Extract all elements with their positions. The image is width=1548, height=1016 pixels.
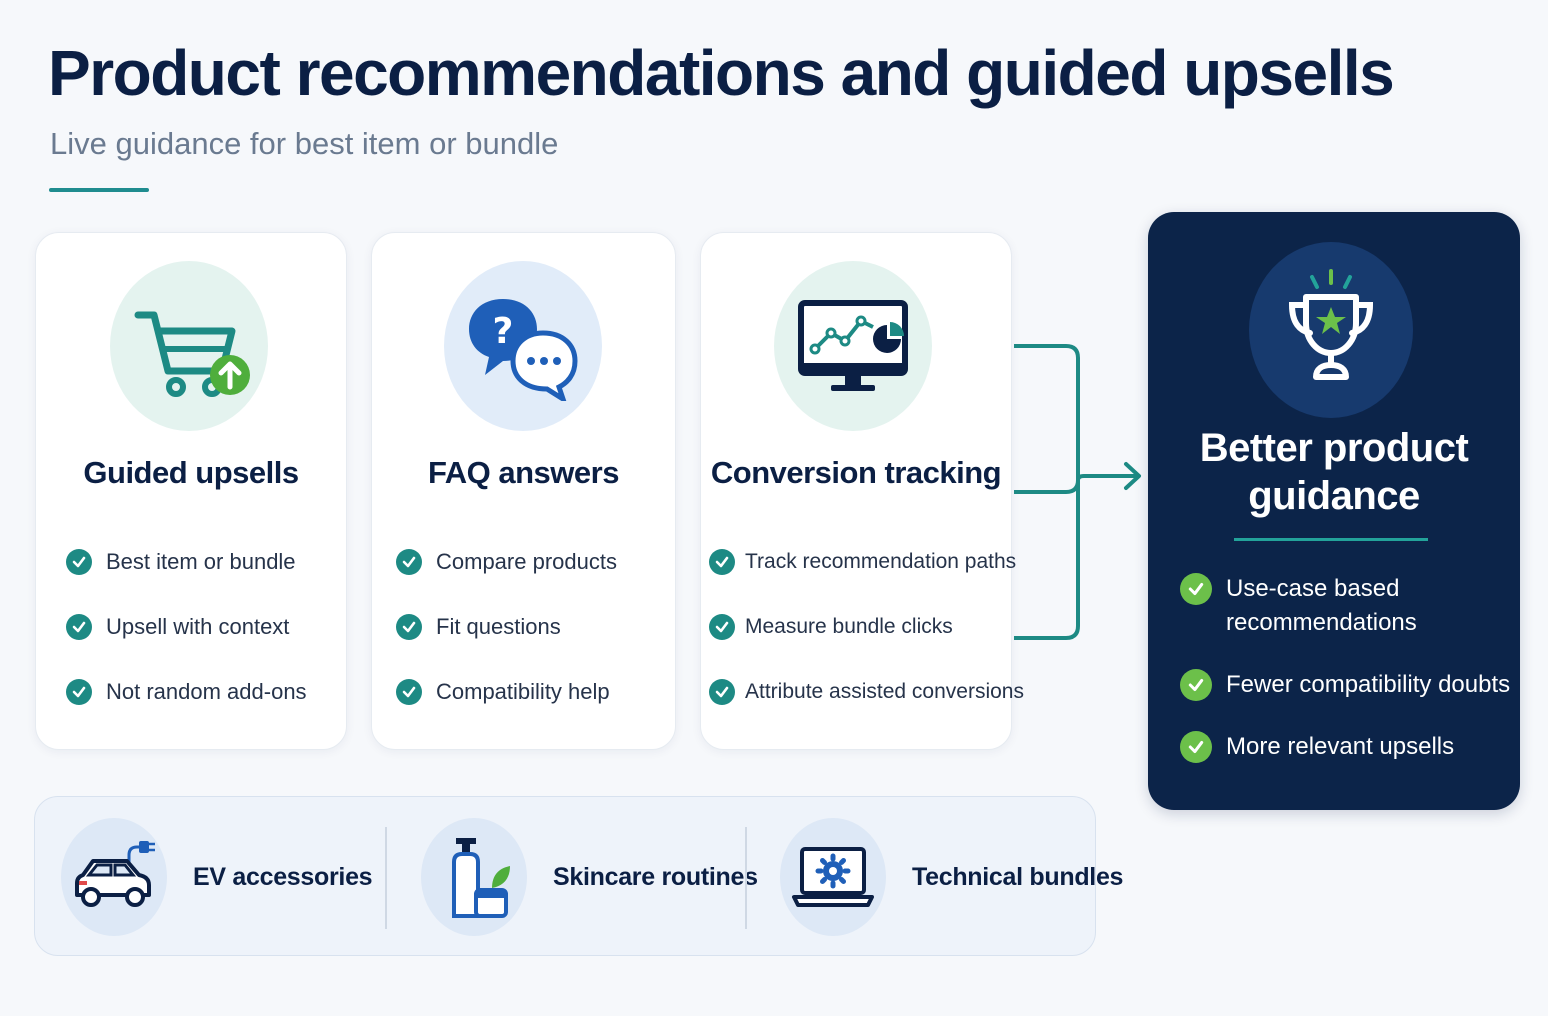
trophy-icon bbox=[1249, 242, 1413, 418]
list-item: Attribute assisted conversions bbox=[709, 659, 1024, 724]
check-icon bbox=[709, 548, 735, 575]
page-subtitle: Live guidance for best item or bundle bbox=[50, 126, 559, 161]
title-accent-rule bbox=[49, 188, 149, 192]
card-title: Guided upsells bbox=[83, 455, 299, 490]
example-technical-bundles: Technical bundles bbox=[780, 817, 1123, 937]
page-title: Product recommendations and guided upsel… bbox=[48, 37, 1395, 109]
list-item: More relevant upsells bbox=[1180, 730, 1516, 764]
check-icon bbox=[396, 548, 422, 575]
card-title: FAQ answers bbox=[428, 455, 619, 490]
check-icon bbox=[66, 613, 92, 640]
list-item: Fewer compatibility doubts bbox=[1180, 668, 1516, 702]
list-item: Use-case based recommendations bbox=[1180, 572, 1516, 640]
example-label: Technical bundles bbox=[912, 862, 1124, 891]
laptop-gear-icon bbox=[780, 818, 886, 936]
list-item: Not random add-ons bbox=[66, 659, 307, 724]
card-conversion-tracking: Conversion tracking Track recommendation… bbox=[700, 232, 1024, 750]
result-panel: Better product guidance Use-case based r… bbox=[1148, 212, 1520, 810]
example-label: EV accessories bbox=[193, 862, 373, 891]
check-icon bbox=[1180, 731, 1212, 763]
list-item: Compare products bbox=[396, 529, 617, 594]
monitor-analytics-icon bbox=[774, 261, 932, 431]
electric-car-icon bbox=[61, 818, 167, 936]
svg-text:?: ? bbox=[493, 311, 514, 352]
check-icon bbox=[66, 678, 92, 705]
card-guided-upsells: Guided upsells Best item or bundle Upsel… bbox=[35, 232, 347, 750]
card-title: Conversion tracking bbox=[710, 455, 1002, 490]
divider bbox=[745, 827, 747, 929]
connector-arrow bbox=[1014, 344, 1141, 640]
example-label: Skincare routines bbox=[553, 862, 758, 891]
shopping-cart-upsell-icon bbox=[110, 261, 268, 431]
chat-question-icon: ? bbox=[444, 261, 602, 431]
result-title: Better product guidance bbox=[1199, 426, 1469, 518]
list-item: Best item or bundle bbox=[66, 529, 307, 594]
list-item: Compatibility help bbox=[396, 659, 617, 724]
examples-panel: EV accessories Skincare routines bbox=[34, 796, 1123, 956]
list-item: Track recommendation paths bbox=[709, 529, 1024, 594]
check-icon bbox=[1180, 669, 1212, 701]
example-skincare-routines: Skincare routines bbox=[421, 817, 758, 937]
list-item: Fit questions bbox=[396, 594, 617, 659]
card-faq-answers: ? FAQ answers Compare products Fit quest… bbox=[371, 232, 676, 750]
check-icon bbox=[709, 613, 735, 640]
check-icon bbox=[1180, 573, 1212, 605]
check-icon bbox=[709, 678, 735, 705]
result-rule bbox=[1234, 538, 1428, 541]
skincare-bottle-icon bbox=[421, 818, 527, 936]
example-ev-accessories: EV accessories bbox=[61, 817, 373, 937]
divider bbox=[385, 827, 387, 929]
check-icon bbox=[396, 678, 422, 705]
check-icon bbox=[66, 548, 92, 575]
list-item: Upsell with context bbox=[66, 594, 307, 659]
list-item: Measure bundle clicks bbox=[709, 594, 1024, 659]
check-icon bbox=[396, 613, 422, 640]
